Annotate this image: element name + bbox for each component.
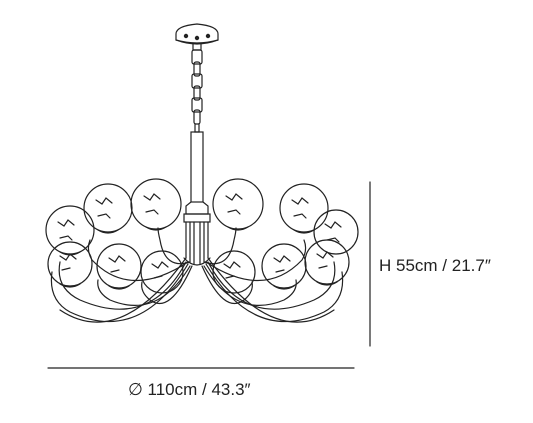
globe-icon xyxy=(83,183,133,234)
globe-icon xyxy=(45,205,95,256)
ceiling-canopy-icon xyxy=(175,23,219,51)
globe-icon xyxy=(96,243,142,290)
globe-icon xyxy=(212,250,256,294)
arms-icon xyxy=(50,227,344,323)
width-label: ∅ 110cm / 43.3″ xyxy=(128,380,251,399)
central-stem-icon xyxy=(183,123,211,266)
globe-icon xyxy=(304,239,350,286)
globe-icon xyxy=(130,178,182,231)
height-label: H 55cm / 21.7″ xyxy=(379,256,491,275)
globe-icon xyxy=(47,241,93,288)
globe-icon xyxy=(261,243,307,290)
globe-icon xyxy=(140,250,184,294)
globe-icon xyxy=(212,178,264,231)
globe-icon xyxy=(313,209,359,255)
chain-icon xyxy=(191,49,203,125)
globe-icon xyxy=(279,183,329,234)
